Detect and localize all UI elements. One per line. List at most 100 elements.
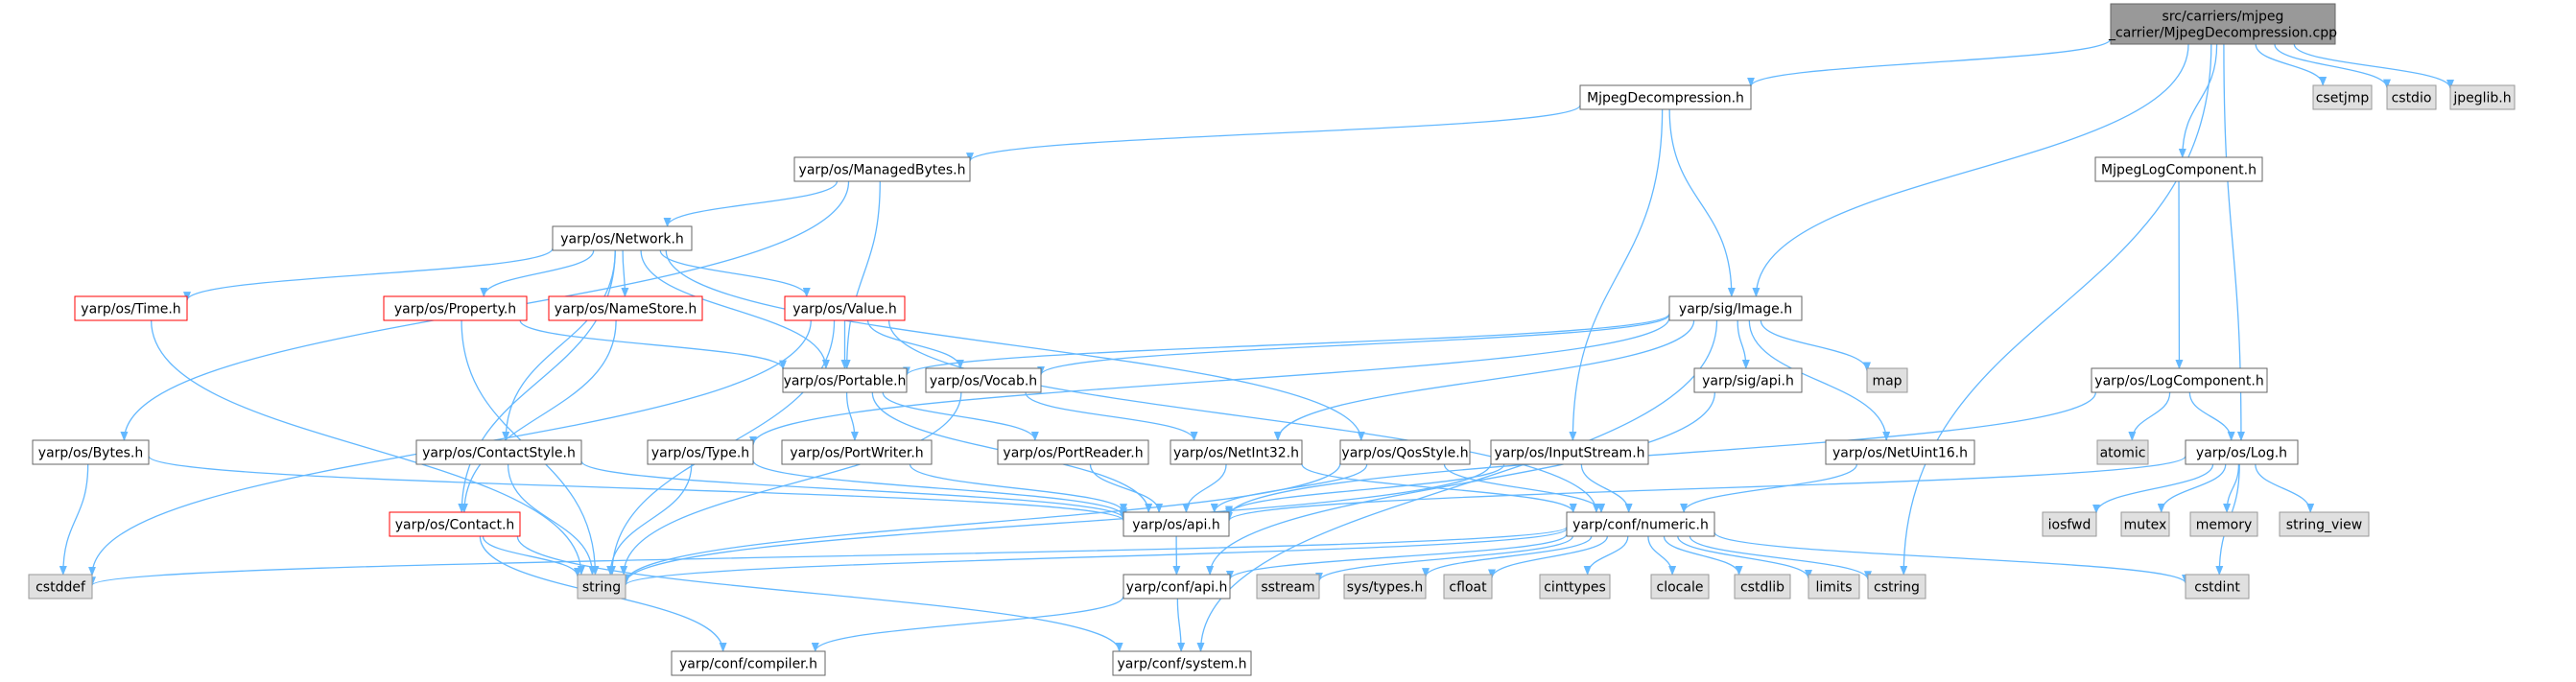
node-image_h[interactable]: yarp/sig/Image.h — [1668, 295, 1803, 321]
node-box — [793, 156, 971, 182]
node-namestore_h[interactable]: yarp/os/NameStore.h — [548, 295, 703, 321]
node-sigapi_h[interactable]: yarp/sig/api.h — [1693, 367, 1803, 393]
edge-numeric_h-to-confapi_h — [1226, 533, 1568, 581]
node-label: MjpegDecompression.h — [1587, 91, 1744, 106]
node-box — [2120, 511, 2170, 537]
node-cinttypes: cinttypes — [1539, 574, 1611, 600]
node-string: string — [577, 574, 626, 600]
node-label: yarp/os/ContactStyle.h — [422, 446, 576, 461]
node-box — [577, 574, 626, 600]
node-box — [1343, 574, 1427, 600]
node-label: sys/types.h — [1347, 580, 1423, 596]
edge-portable_h-to-portreader_h — [882, 391, 1039, 441]
edge-numeric_h-to-cfloat — [1488, 535, 1609, 579]
node-property_h[interactable]: yarp/os/Property.h — [383, 295, 528, 321]
node-confapi_h[interactable]: yarp/conf/api.h — [1123, 574, 1231, 600]
node-label: limits — [1815, 580, 1852, 596]
node-box — [782, 367, 908, 393]
node-box — [389, 511, 521, 537]
node-logcomponent_h[interactable]: yarp/os/LogComponent.h — [2091, 367, 2268, 393]
node-mjpeglogcomponent_h[interactable]: MjpegLogComponent.h — [2094, 156, 2263, 182]
edge-network_h-to-property_h — [480, 249, 595, 297]
node-label: memory — [2196, 518, 2253, 533]
edge-contact_h-to-system_h — [516, 535, 1123, 652]
node-label: yarp/sig/api.h — [1702, 374, 1794, 389]
node-box — [32, 439, 150, 465]
edge-root-to-image_h — [1752, 43, 2189, 297]
edge-network_h-to-contactstyle_h — [502, 249, 616, 441]
node-box — [2449, 84, 2516, 110]
node-map: map — [1866, 367, 1908, 393]
node-managedbytes_h[interactable]: yarp/os/ManagedBytes.h — [793, 156, 971, 182]
node-netuint16_h[interactable]: yarp/os/NetUint16.h — [1825, 439, 1975, 465]
edge-confapi_h-to-system_h — [1176, 598, 1186, 652]
node-box — [1579, 84, 1752, 110]
edge-log_h-to-string_view — [2255, 463, 2315, 513]
node-label: cinttypes — [1544, 580, 1606, 596]
node-layer: src/carriers/mjpeg_carrier/MjpegDecompre… — [28, 3, 2516, 676]
edge-image_h-to-type_h — [749, 317, 1670, 446]
node-vocab_h[interactable]: yarp/os/Vocab.h — [925, 367, 1042, 393]
node-label: yarp/os/Time.h — [81, 302, 180, 317]
node-compiler_h[interactable]: yarp/conf/compiler.h — [671, 650, 826, 676]
node-label: string_view — [2286, 518, 2362, 533]
node-label: mutex — [2124, 518, 2167, 533]
node-label: cstddef — [35, 580, 86, 596]
node-label: clocale — [1657, 580, 1704, 596]
node-cstddef: cstddef — [28, 574, 93, 600]
edge-numeric_h-to-systypes_h — [1422, 535, 1593, 578]
node-type_h[interactable]: yarp/os/Type.h — [647, 439, 754, 465]
node-label: _carrier/MjpegDecompression.cpp — [2108, 26, 2337, 41]
edge-network_h-to-qosstyle_h — [665, 249, 1365, 441]
node-mjpegdecompression_h[interactable]: MjpegDecompression.h — [1579, 84, 1752, 110]
node-box — [2386, 84, 2437, 110]
node-portreader_h[interactable]: yarp/os/PortReader.h — [997, 439, 1149, 465]
node-log_h[interactable]: yarp/os/Log.h — [2185, 439, 2299, 465]
edge-time_h-to-string — [150, 319, 585, 576]
edge-managedbytes_h-to-portable_h — [842, 180, 881, 369]
edge-logcomponent_h-to-osapi_h — [1225, 391, 2097, 518]
node-box — [1123, 511, 1230, 537]
node-box — [1867, 574, 1926, 600]
node-label: yarp/os/Bytes.h — [38, 446, 143, 461]
edge-network_h-to-namestore_h — [621, 249, 629, 297]
node-portable_h[interactable]: yarp/os/Portable.h — [782, 367, 908, 393]
node-box — [2094, 156, 2263, 182]
node-cstdio: cstdio — [2386, 84, 2437, 110]
node-label: csetjmp — [2316, 91, 2370, 106]
node-box — [784, 295, 906, 321]
node-box — [1825, 439, 1975, 465]
node-label: yarp/os/ManagedBytes.h — [799, 163, 966, 178]
node-contact_h[interactable]: yarp/os/Contact.h — [389, 511, 521, 537]
node-box — [1170, 439, 1303, 465]
node-contactstyle_h[interactable]: yarp/os/ContactStyle.h — [415, 439, 582, 465]
node-box — [2091, 367, 2268, 393]
node-box — [2189, 511, 2258, 537]
node-box — [28, 574, 93, 600]
node-label: yarp/os/Property.h — [394, 302, 516, 317]
node-root[interactable]: src/carriers/mjpeg_carrier/MjpegDecompre… — [2108, 3, 2337, 45]
edge-netint32_h-to-osapi_h — [1182, 463, 1227, 513]
edge-log_h-to-iosfwd — [2092, 463, 2214, 514]
node-time_h[interactable]: yarp/os/Time.h — [74, 295, 188, 321]
node-bytes_h[interactable]: yarp/os/Bytes.h — [32, 439, 150, 465]
node-label: cfloat — [1449, 580, 1487, 596]
node-memory: memory — [2189, 511, 2258, 537]
node-csetjmp: csetjmp — [2312, 84, 2373, 110]
node-portwriter_h[interactable]: yarp/os/PortWriter.h — [781, 439, 933, 465]
node-netint32_h[interactable]: yarp/os/NetInt32.h — [1170, 439, 1303, 465]
node-box — [1866, 367, 1908, 393]
edge-root-to-cstdio — [2274, 43, 2391, 89]
node-qosstyle_h[interactable]: yarp/os/QosStyle.h — [1339, 439, 1471, 465]
node-system_h[interactable]: yarp/conf/system.h — [1112, 650, 1252, 676]
edge-inputstream_h-to-osapi_h — [1225, 463, 1505, 516]
node-osapi_h[interactable]: yarp/os/api.h — [1123, 511, 1230, 537]
edge-numeric_h-to-limits — [1677, 535, 1812, 579]
node-label: cstdio — [2392, 91, 2432, 106]
node-inputstream_h[interactable]: yarp/os/InputStream.h — [1490, 439, 1649, 465]
node-network_h[interactable]: yarp/os/Network.h — [552, 225, 693, 251]
node-box — [1808, 574, 1860, 600]
edge-netuint16_h-to-numeric_h — [1680, 463, 1858, 513]
node-value_h[interactable]: yarp/os/Value.h — [784, 295, 906, 321]
node-numeric_h[interactable]: yarp/conf/numeric.h — [1566, 511, 1715, 537]
